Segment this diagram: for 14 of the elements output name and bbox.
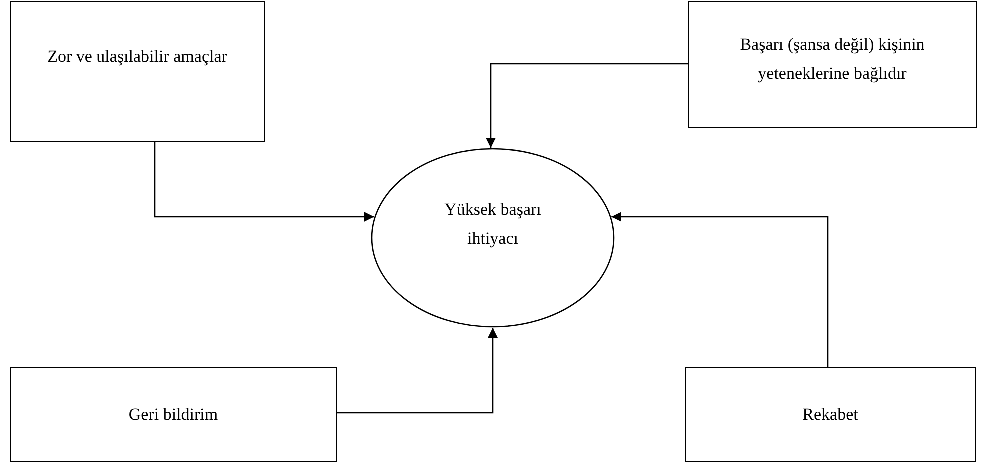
node-text: Geri bildirim [128,404,218,426]
ellipse-node [371,148,615,328]
node-text: Başarı (şansa değil) kişinin yeteneklerine bağlıdır [739,34,926,85]
node-text: Yüksek başarı ihtiyacı [444,199,542,250]
process-box [688,1,977,128]
process-box [10,1,265,142]
arrow [612,212,829,367]
arrow [337,328,498,414]
arrow [154,142,374,222]
node-text: Zor ve ulaşılabilir amaçlar [48,46,228,68]
arrow [486,63,688,148]
node-text: Rekabet [802,404,858,426]
process-box [10,367,337,462]
process-box [685,367,976,462]
